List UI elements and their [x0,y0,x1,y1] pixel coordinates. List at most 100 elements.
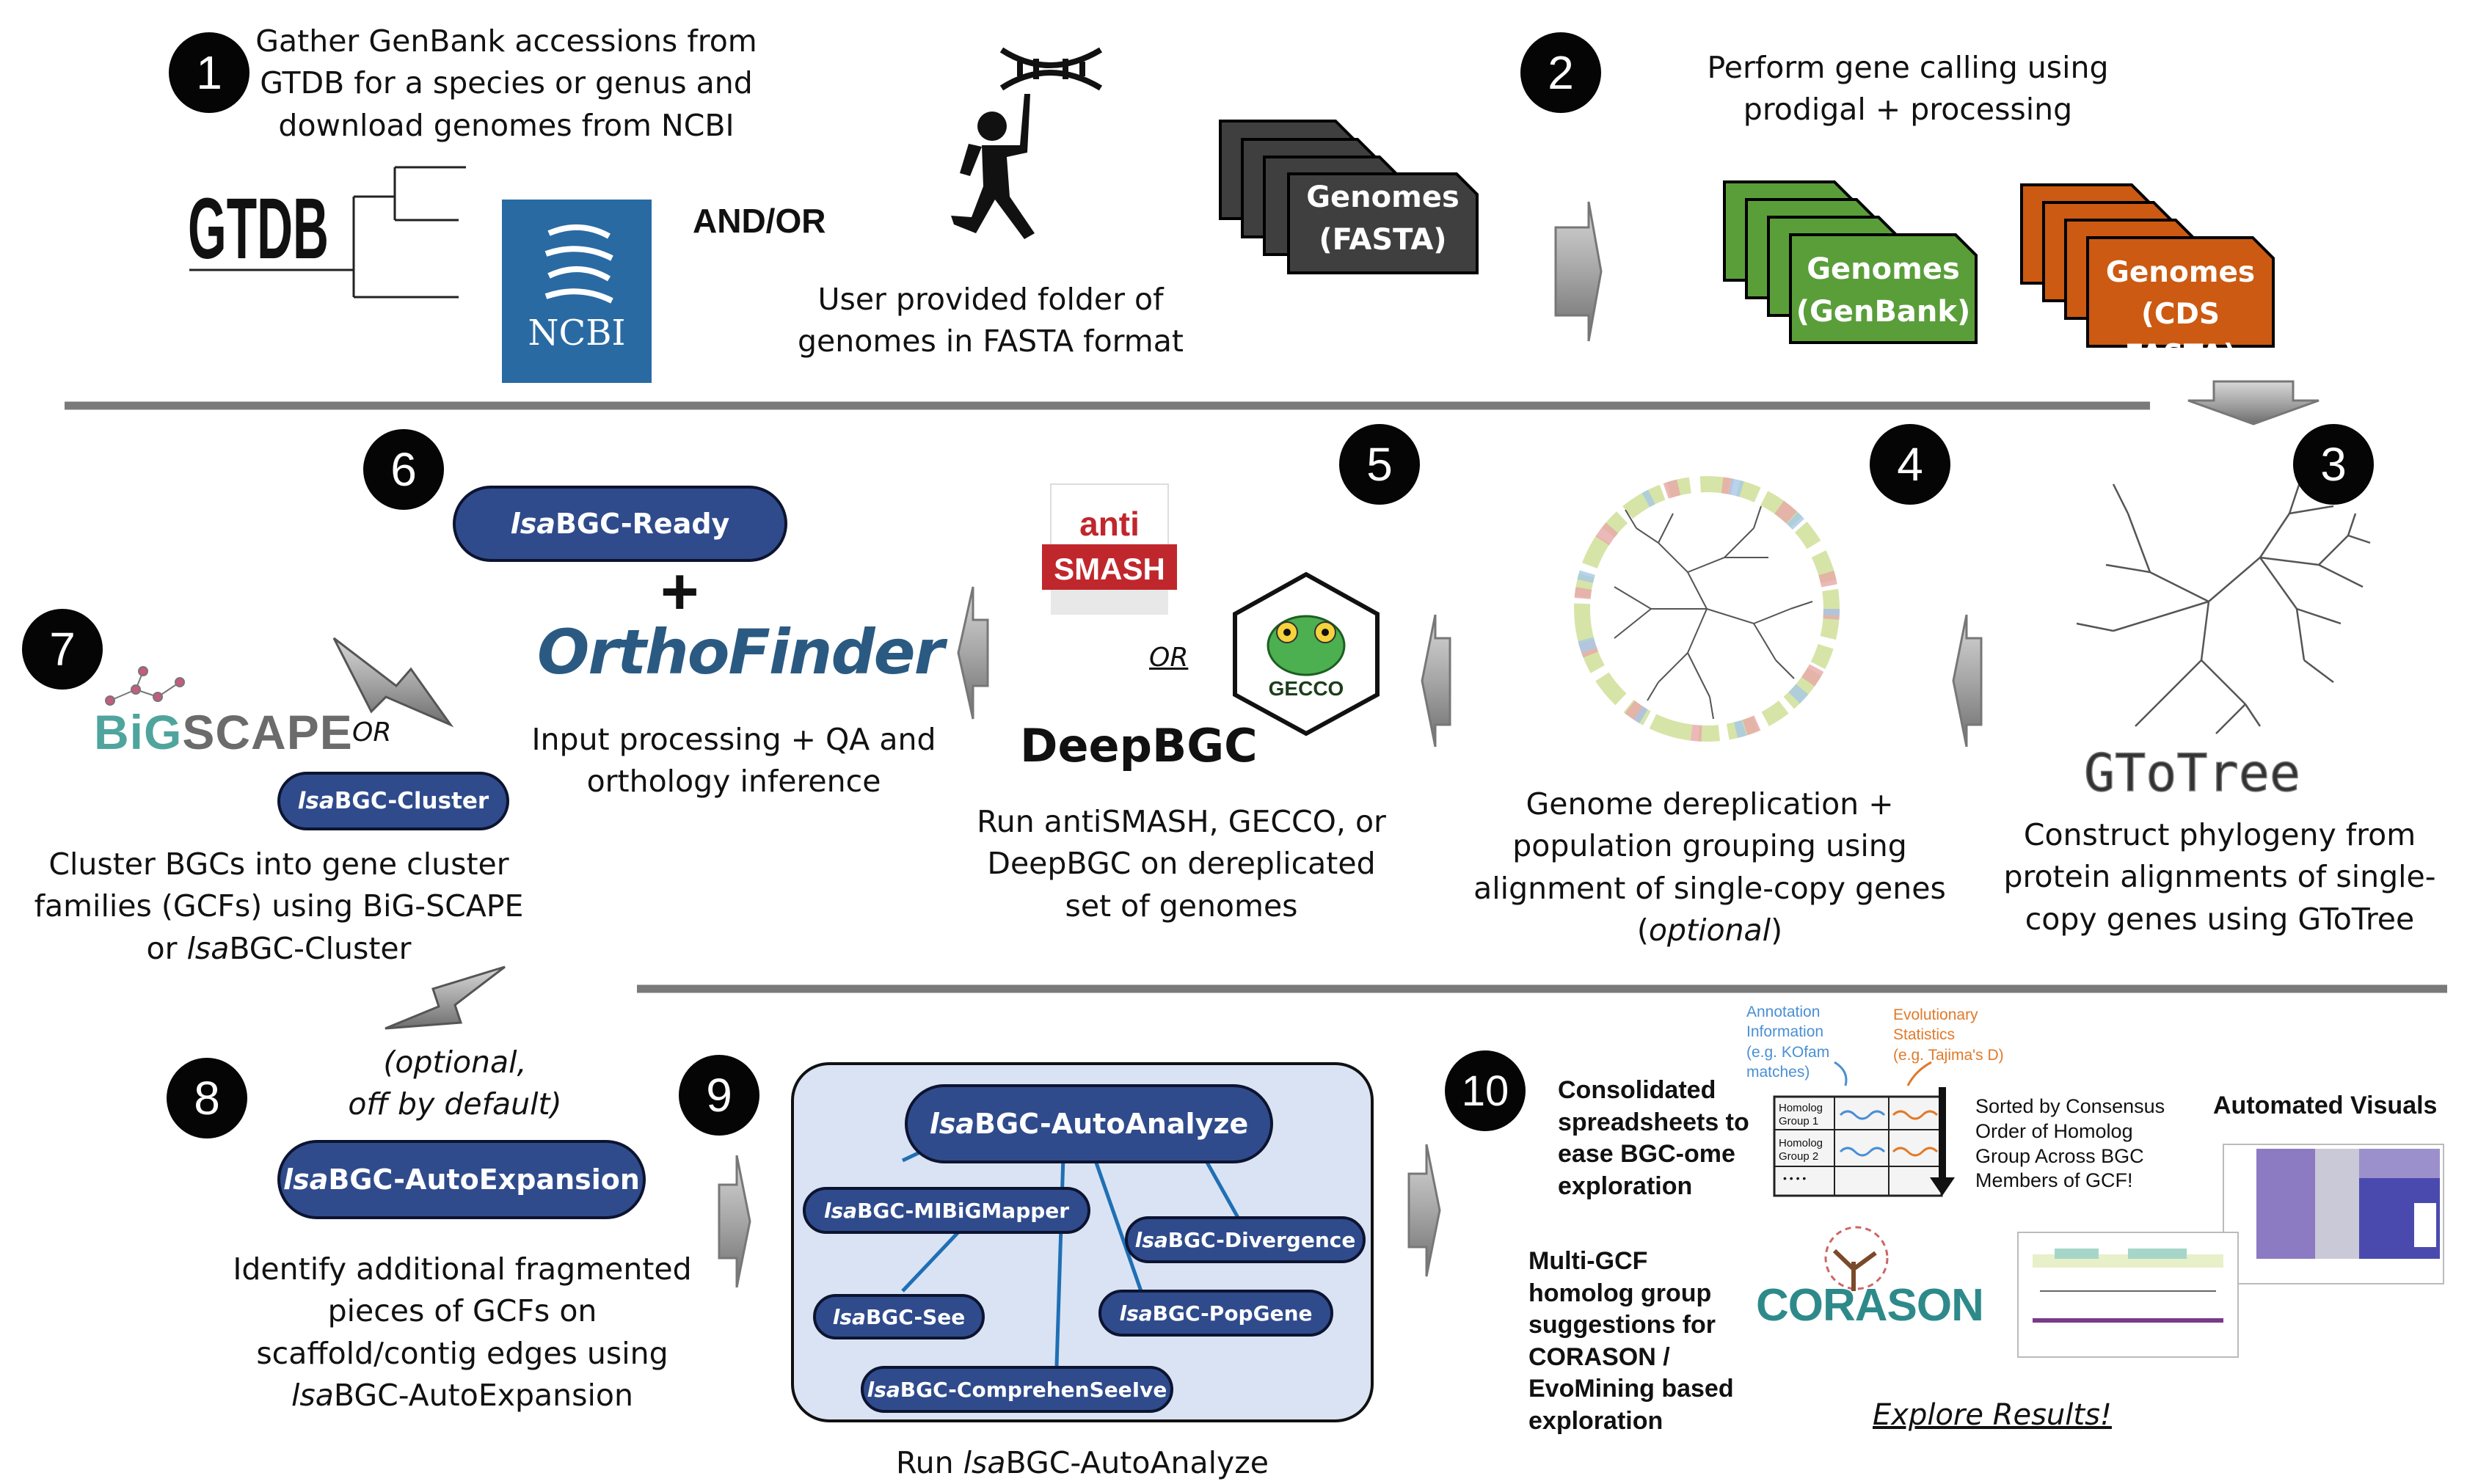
automated-visuals-title: Automated Visuals [2213,1092,2438,1119]
gecco-label: GECCO [1269,677,1344,700]
step4-description: Genome dereplication +population groupin… [1473,786,1946,948]
user-icon [951,94,1035,239]
module-see-italic: lsa [832,1304,866,1329]
arrow-down-2 [2187,380,2320,425]
genomes-genbank-stack [1723,180,1978,344]
lsabgc-autoanalyze-rest: BGC-AutoAnalyze [974,1108,1249,1140]
step-badge-10: 10 [1445,1050,1526,1131]
genomes-fasta-stack [1219,120,1479,274]
module-comprehenseeive-rest: BGC-ComprehenSeeIve [900,1377,1167,1402]
step-badge-2: 2 [1520,32,1601,113]
plus-sign: + [660,555,699,629]
spreadsheet-icon [1773,1061,1943,1197]
bigscape-big: BiG [94,705,183,759]
lsabgc-autoanalyze-italic: lsa [929,1108,975,1140]
step-badge-9: 9 [679,1055,759,1136]
step-badge-5: 5 [1339,424,1420,505]
dna-icon [999,47,1103,91]
module-mibigmapper-rest: BGC-MIBiGMapper [857,1198,1070,1223]
module-divergence-italic: lsa [1134,1227,1168,1252]
antismash-anti: anti [1079,505,1140,543]
arrow-left-5 [957,586,989,720]
lsabgc-ready-rest: BGC-Ready [555,508,730,540]
module-divergence-rest: BGC-Divergence [1167,1227,1356,1252]
genomes-cds-label: Genomes(CDS FASTA) [2105,256,2256,373]
module-popgene-italic: lsa [1119,1301,1153,1326]
arrow-right-1 [1554,201,1603,342]
genomes-fasta-label: Genomes(FASTA) [1306,180,1460,257]
antismash-logo [1042,483,1177,615]
automated-visuals-icon [2017,1144,2444,1358]
deepbgc-logo: DeepBGC [1020,719,1258,772]
antismash-smash: SMASH [1054,552,1165,586]
bigscape-logo: BiGSCAPE [94,704,353,760]
bigscape-network-icon [105,666,185,706]
step7-optional-note: (optional,off by default) [348,1045,562,1122]
lsabgc-cluster-italic: lsa [297,788,335,814]
lsabgc-autoexpansion-italic: lsa [283,1163,329,1196]
arrow-left-4 [1421,614,1451,748]
module-mibigmapper-italic: lsa [823,1198,858,1223]
step7-or-label: OR [352,717,392,748]
gecco-logo [1233,571,1380,736]
step-badge-6: 6 [363,429,444,510]
step-badge-7: 7 [22,609,103,690]
step-badge-8: 8 [167,1058,247,1138]
corason-logo: CORASON [1756,1280,1984,1331]
ncbi-label: NCBI [528,312,626,354]
module-see-rest: BGC-See [865,1304,966,1329]
homolog-dots: • • • • [1783,1172,1807,1184]
step-badge-1: 1 [169,32,249,113]
lsabgc-ready-italic: lsa [510,508,555,540]
gtotree-logo: GToTree [2084,743,2300,803]
lsabgc-cluster-rest: BGC-Cluster [334,788,489,814]
arrow-bolt-7 [332,637,454,728]
bigscape-scape: SCAPE [182,705,353,759]
arrow-right-9 [718,1155,751,1288]
and-or-label: AND/OR [693,202,826,240]
lsabgc-autoexpansion-rest: BGC-AutoExpansion [328,1163,640,1196]
genomes-genbank-label: Genomes(GenBank) [1796,252,1971,329]
arrow-right-10 [1407,1144,1441,1277]
step4-optional: optional [1648,913,1771,948]
arrow-left-3 [1952,614,1983,748]
gtdb-tree-icon [189,166,466,299]
step9-caption: Run lsaBGC-AutoAnalyze [896,1445,1269,1480]
step5-or-label: OR [1149,643,1189,673]
corason-tree-icon [1824,1226,1889,1291]
ncbi-helix-icon [544,224,613,304]
module-popgene-rest: BGC-PopGene [1152,1301,1313,1326]
genomes-cds-stack [2020,183,2275,348]
arrow-bolt-8 [385,965,506,1030]
explore-results-link[interactable]: Explore Results! [1873,1398,2112,1432]
gtdb-logo: GTDB [188,180,329,277]
step-badge-3: 3 [2293,424,2374,505]
circular-tree-icon [1574,476,1840,742]
module-comprehenseeive-italic: lsa [867,1377,900,1402]
